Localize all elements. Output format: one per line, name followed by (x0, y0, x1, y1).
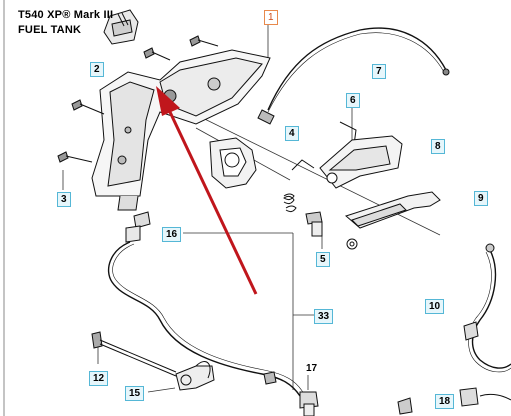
fuel-hose-part (107, 211, 305, 397)
callout-7[interactable]: 7 (372, 64, 386, 79)
lever-part (344, 191, 441, 250)
screw-parts (57, 35, 219, 377)
right-hose-part (459, 243, 511, 407)
small-fitting-part (397, 397, 413, 415)
model-title: T540 XP® Mark III (18, 9, 114, 21)
fuel-tank-part (91, 49, 271, 211)
section-title: FUEL TANK (18, 24, 82, 36)
callout-10[interactable]: 10 (425, 299, 445, 314)
fitting-part (263, 371, 319, 416)
callout-6[interactable]: 6 (346, 93, 360, 108)
grommet-part (175, 361, 215, 391)
callout-16[interactable]: 16 (162, 227, 182, 242)
callout-2[interactable]: 2 (90, 62, 104, 77)
red-pointer-arrow (156, 86, 258, 295)
bolt-part (305, 211, 323, 237)
callout-8[interactable]: 8 (431, 139, 445, 154)
fuel-cap-part (103, 9, 139, 45)
callout-1[interactable]: 1 (264, 10, 278, 25)
callout-18[interactable]: 18 (435, 394, 455, 409)
callout-5[interactable]: 5 (316, 252, 330, 267)
cover-part (319, 135, 403, 189)
bracket-part (209, 137, 257, 189)
callout-3[interactable]: 3 (57, 192, 71, 207)
callout-4[interactable]: 4 (285, 126, 299, 141)
throttle-cable-part (257, 27, 450, 125)
callout-15[interactable]: 15 (125, 386, 145, 401)
leader-lines (62, 22, 441, 393)
callout-33[interactable]: 33 (314, 309, 334, 324)
callout-17[interactable]: 17 (306, 363, 318, 374)
callout-9[interactable]: 9 (474, 191, 488, 206)
spring-part (283, 159, 315, 213)
callout-12[interactable]: 12 (89, 371, 109, 386)
